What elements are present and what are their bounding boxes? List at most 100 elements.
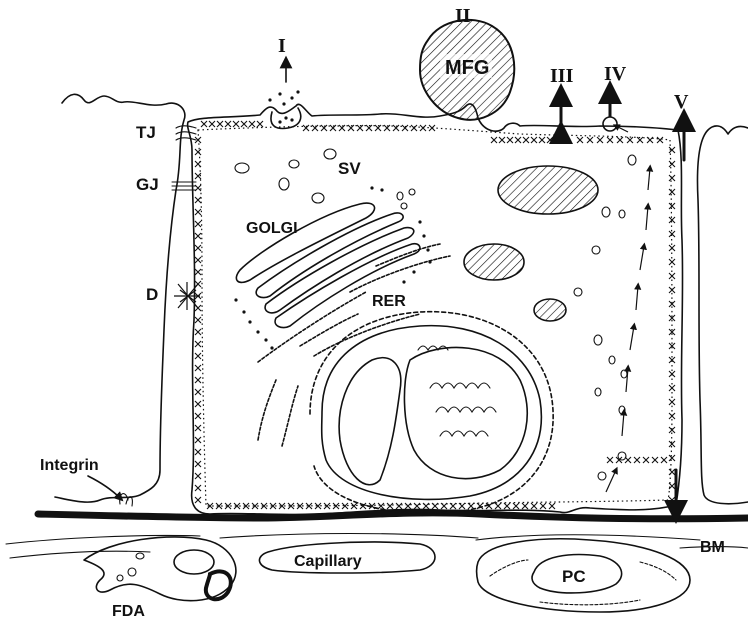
- x-mark: [669, 259, 675, 265]
- x-mark: [195, 401, 201, 407]
- x-mark: [607, 457, 613, 463]
- rough-er: [258, 244, 450, 446]
- x-mark: [209, 121, 215, 127]
- x-mark: [555, 137, 561, 143]
- x-mark: [450, 503, 456, 509]
- x-mark: [669, 231, 675, 237]
- lipid-droplet-small: [534, 299, 566, 321]
- x-mark: [195, 317, 201, 323]
- secretory-vesicles: [235, 149, 415, 209]
- transport-arrows: [606, 126, 650, 492]
- x-mark: [657, 137, 663, 143]
- desmosome: [174, 282, 200, 310]
- x-mark: [661, 457, 667, 463]
- x-mark: [647, 137, 653, 143]
- x-mark: [195, 413, 201, 419]
- x-mark: [539, 137, 545, 143]
- integrin-x-marks: [195, 121, 675, 509]
- x-mark: [195, 389, 201, 395]
- x-mark: [411, 125, 417, 131]
- capillary-label: Capillary: [294, 553, 362, 570]
- x-mark: [429, 125, 435, 131]
- x-mark: [195, 245, 201, 251]
- x-mark: [441, 503, 447, 509]
- x-mark: [669, 413, 675, 419]
- x-mark: [549, 503, 555, 509]
- route-i-label: I: [278, 35, 286, 57]
- x-mark: [577, 137, 583, 143]
- x-mark: [522, 503, 528, 509]
- right-neighbor-cell: [697, 126, 748, 504]
- x-mark: [491, 137, 497, 143]
- x-mark: [233, 121, 239, 127]
- x-mark: [607, 137, 613, 143]
- gj-label: GJ: [136, 175, 159, 194]
- x-mark: [195, 449, 201, 455]
- x-mark: [669, 469, 675, 475]
- x-mark: [195, 353, 201, 359]
- pc-label: PC: [562, 567, 586, 586]
- x-mark: [195, 485, 201, 491]
- d-label: D: [146, 285, 158, 304]
- x-mark: [396, 503, 402, 509]
- x-mark: [669, 161, 675, 167]
- x-mark: [669, 189, 675, 195]
- fda-label: FDA: [112, 603, 145, 618]
- x-mark: [195, 461, 201, 467]
- x-mark: [669, 203, 675, 209]
- x-mark: [669, 455, 675, 461]
- x-mark: [195, 377, 201, 383]
- x-mark: [587, 137, 593, 143]
- chromatin-coils: [418, 346, 496, 436]
- x-mark: [507, 137, 513, 143]
- x-mark: [504, 503, 510, 509]
- membrane-stipple: [198, 126, 672, 506]
- x-mark: [531, 137, 537, 143]
- x-mark: [669, 273, 675, 279]
- x-mark: [195, 425, 201, 431]
- x-mark: [201, 121, 207, 127]
- route-ii-label: II: [455, 5, 471, 27]
- x-mark: [540, 503, 546, 509]
- sv-label: SV: [338, 159, 361, 178]
- x-mark: [515, 137, 521, 143]
- x-mark: [249, 121, 255, 127]
- x-mark: [217, 121, 223, 127]
- epithelial-cell-membrane: [188, 104, 683, 515]
- x-mark: [241, 121, 247, 127]
- x-mark: [459, 503, 465, 509]
- left-neighbor-cell: [55, 94, 185, 502]
- x-mark: [547, 137, 553, 143]
- integrin-pointer: [88, 476, 120, 498]
- x-mark: [468, 503, 474, 509]
- basement-membrane: [38, 513, 748, 519]
- x-mark: [669, 385, 675, 391]
- route-v-label: V: [674, 91, 689, 113]
- route-iii-label: III: [550, 65, 574, 87]
- tight-junction: [176, 126, 196, 140]
- x-mark: [669, 357, 675, 363]
- x-mark: [643, 457, 649, 463]
- x-mark: [634, 457, 640, 463]
- x-mark: [423, 503, 429, 509]
- tj-label: TJ: [136, 123, 156, 142]
- x-mark: [195, 341, 201, 347]
- x-mark: [195, 473, 201, 479]
- x-mark: [420, 125, 426, 131]
- x-mark: [405, 503, 411, 509]
- x-mark: [669, 427, 675, 433]
- mfg-label: MFG: [445, 57, 489, 79]
- x-mark: [652, 457, 658, 463]
- x-mark: [627, 137, 633, 143]
- fda-cell: [84, 537, 236, 601]
- bm-label: BM: [700, 539, 725, 556]
- x-mark: [414, 503, 420, 509]
- x-mark: [669, 245, 675, 251]
- integrin-molecule: [120, 494, 133, 506]
- capillary-top-line: [220, 534, 478, 539]
- x-mark: [195, 365, 201, 371]
- x-mark: [195, 209, 201, 215]
- x-mark: [513, 503, 519, 509]
- x-mark: [225, 121, 231, 127]
